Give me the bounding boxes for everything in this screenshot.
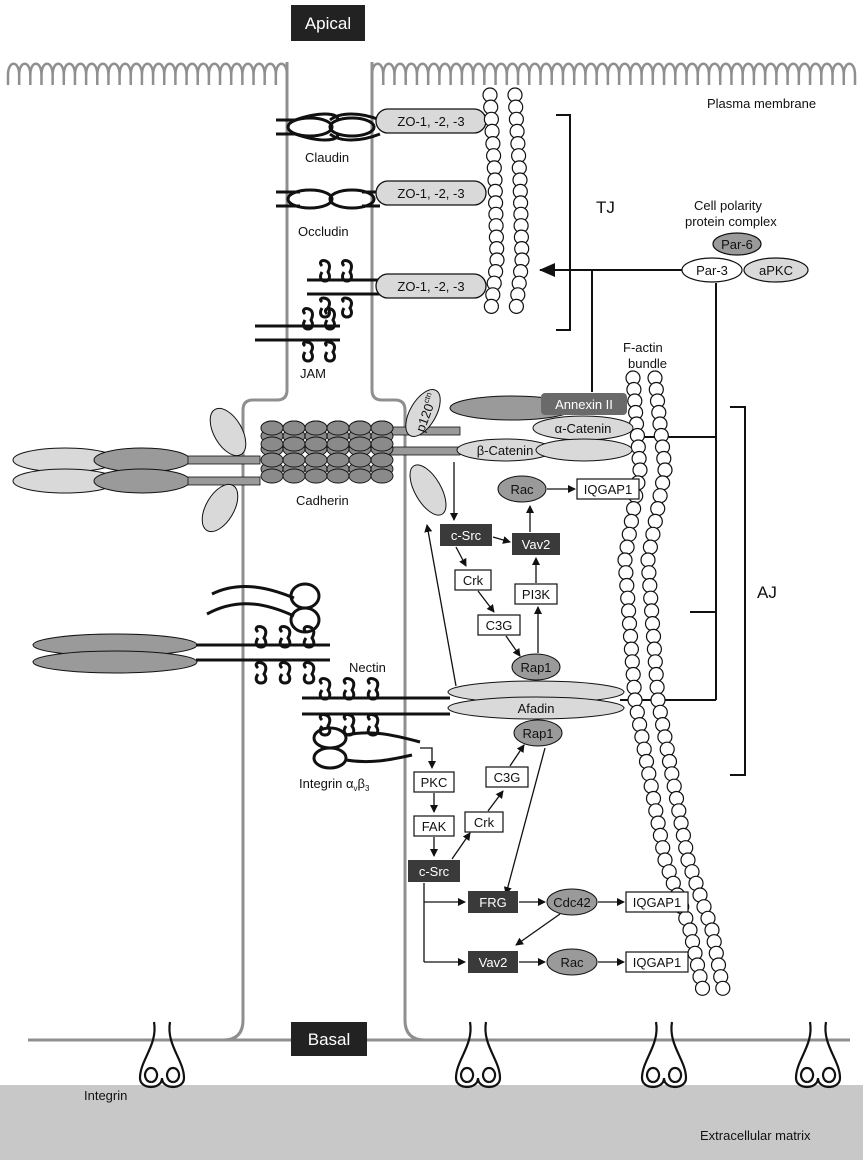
occludin-label: Occludin: [298, 224, 349, 239]
rac-label-bottom: Rac: [560, 955, 584, 970]
csrc-to-crk-arrow: [456, 547, 466, 566]
afadin-to-catenin-arrow: [427, 525, 456, 686]
c3g-label-bottom: C3G: [494, 770, 521, 785]
c3g-label-top: C3G: [486, 618, 513, 633]
csrc-label-bottom: c-Src: [419, 864, 450, 879]
factin-label-1: F-actin: [623, 340, 663, 355]
cdc42-to-vav2-arrow: [516, 914, 560, 945]
annexin-label: Annexin II: [555, 397, 613, 412]
cell-polarity-label-1: Cell polarity: [694, 198, 762, 213]
iqgap1-label-mid: IQGAP1: [633, 895, 681, 910]
extracellular-matrix-label: Extracellular matrix: [700, 1128, 811, 1143]
crk-to-c3g-arrow: [478, 591, 494, 612]
csrc-to-vav2-arrow: [493, 537, 510, 542]
lower-catenin-ellipse: [403, 459, 454, 520]
beta-catenin-label: β-Catenin: [477, 443, 534, 458]
pkc-label: PKC: [421, 775, 448, 790]
iqgap1-label-bottom: IQGAP1: [633, 955, 681, 970]
fak-label: FAK: [422, 819, 447, 834]
jam-icon: [255, 261, 380, 361]
cadherin-complex: [13, 402, 460, 537]
vav2-label-bottom: Vav2: [479, 955, 508, 970]
integrin-to-pkc-arrow: [420, 748, 432, 768]
rac-label-top: Rac: [510, 482, 534, 497]
microvilli-right: [372, 64, 855, 85]
factin-label-2: bundle: [628, 356, 667, 371]
extracellular-matrix-band: [0, 1085, 863, 1160]
zo-proteins: [376, 109, 486, 298]
alpha-catenin-label: α-Catenin: [555, 421, 612, 436]
apical-label: Apical: [305, 14, 351, 33]
claudin-icon: [276, 114, 380, 140]
vav2-label-top: Vav2: [522, 537, 551, 552]
pi3k-label: PI3K: [522, 587, 551, 602]
tj-bracket: [556, 115, 570, 330]
par3-label: Par-3: [696, 263, 728, 278]
aj-bracket: [730, 407, 745, 775]
aj-label: AJ: [757, 583, 777, 602]
frg-label: FRG: [479, 895, 506, 910]
integrin-label: Integrin: [84, 1088, 127, 1103]
claudin-label: Claudin: [305, 150, 349, 165]
cadherin-label: Cadherin: [296, 493, 349, 508]
apkc-label: aPKC: [759, 263, 793, 278]
par6-label: Par-6: [721, 237, 753, 252]
crk-label-top: Crk: [463, 573, 484, 588]
basal-integrins: [140, 1022, 840, 1087]
catenin-right-ellipse: [536, 439, 632, 461]
zo-label-3: ZO-1, -2, -3: [397, 279, 464, 294]
right-cell-outline: [372, 62, 425, 1040]
crk-to-c3g-bottom-arrow: [488, 791, 503, 811]
basal-label: Basal: [308, 1030, 351, 1049]
cell-polarity-label-2: protein complex: [685, 214, 777, 229]
jam-label: JAM: [300, 366, 326, 381]
left-cell-outline: [223, 62, 287, 1040]
tj-label: TJ: [596, 198, 615, 217]
plasma-membrane-label: Plasma membrane: [707, 96, 816, 111]
occludin-icon: [276, 190, 380, 208]
rap1-label-bottom: Rap1: [522, 726, 553, 741]
cdc42-label: Cdc42: [553, 895, 591, 910]
zo-label-2: ZO-1, -2, -3: [397, 186, 464, 201]
c3g-to-rap1-bottom-arrow: [510, 745, 524, 766]
afadin-label: Afadin: [518, 701, 555, 716]
iqgap1-label-top: IQGAP1: [584, 482, 632, 497]
nectin-label: Nectin: [349, 660, 386, 675]
csrc-to-crk-bottom-arrow: [452, 833, 470, 859]
crk-label-bottom: Crk: [474, 815, 495, 830]
integrin-avb3-label: Integrin αvβ3: [299, 776, 370, 793]
zo-label-1: ZO-1, -2, -3: [397, 114, 464, 129]
microvilli-left: [8, 64, 287, 85]
csrc-label-top: c-Src: [451, 528, 482, 543]
c3g-to-rap1-arrow: [506, 636, 520, 656]
rap1-label-top: Rap1: [520, 660, 551, 675]
